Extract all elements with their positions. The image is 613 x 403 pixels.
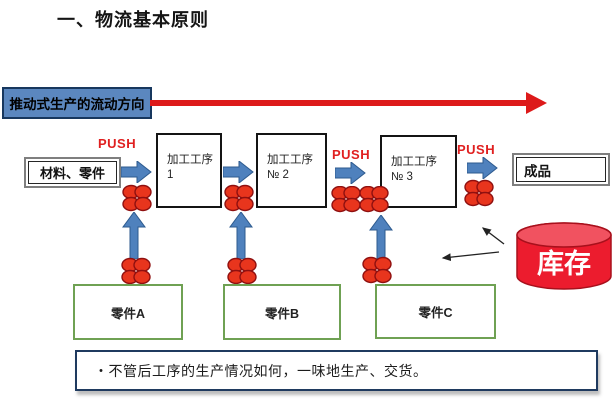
inventory-dots-icon-3-wide <box>331 186 389 213</box>
process-box-1-line2: 1 <box>167 169 174 181</box>
finished-goods-box: 成品 <box>512 153 610 186</box>
process-box-3-line2: № 3 <box>391 171 413 183</box>
flow-direction-label: 推动式生产的流动方向 <box>2 87 152 119</box>
push-arrow-icon-1 <box>121 161 152 183</box>
process-box-3-line1: 加工工序 <box>391 156 437 168</box>
process-box-2: 加工工序 № 2 <box>256 133 327 208</box>
inventory-label: 库存 <box>537 249 591 279</box>
push-label-3: PUSH <box>457 142 496 157</box>
supply-arrow-icon-2 <box>229 212 253 259</box>
process-box-2-line1: 加工工序 <box>267 154 313 166</box>
push-label-1: PUSH <box>98 136 137 151</box>
push-label-2: PUSH <box>332 147 371 162</box>
parts-box-b-label: 零件B <box>264 306 300 321</box>
inventory-cylinder: 库存 <box>516 222 612 290</box>
inventory-dots-icon-1 <box>122 184 152 212</box>
supply-arrow-icon-3 <box>369 215 393 262</box>
push-arrow-icon-4 <box>467 157 498 179</box>
note-box: ・不管后工序的生产情况如何，一味地生产、交货。 <box>75 350 598 391</box>
inventory-dots-icon-parts-b <box>227 257 257 285</box>
finished-goods-label: 成品 <box>516 157 606 182</box>
flow-direction-arrow <box>150 100 528 106</box>
process-box-1-line1: 加工工序 <box>167 154 213 166</box>
parts-box-c-label: 零件C <box>418 306 453 320</box>
materials-box: 材料、零件 <box>24 157 121 188</box>
parts-box-c: 零件C <box>375 284 496 339</box>
inventory-dots-icon-2 <box>224 184 254 212</box>
process-box-2-line2: № 2 <box>267 169 289 181</box>
supply-arrow-icon-1 <box>122 212 146 259</box>
note-text: ・不管后工序的生产情况如何，一味地生产、交货。 <box>94 362 428 379</box>
parts-box-b: 零件B <box>223 284 341 340</box>
page-title: 一、物流基本原则 <box>57 10 209 30</box>
parts-box-a-label: 零件A <box>110 306 146 321</box>
parts-box-a: 零件A <box>73 284 183 340</box>
materials-box-label: 材料、零件 <box>28 161 117 184</box>
process-box-3: 加工工序 № 3 <box>380 135 457 208</box>
inventory-dots-icon-4 <box>464 179 494 207</box>
push-arrow-icon-2 <box>223 161 254 183</box>
push-arrow-icon-3 <box>335 162 366 184</box>
inventory-pointer-arrows <box>441 227 505 262</box>
flow-direction-arrowhead-icon <box>526 92 547 114</box>
inventory-dots-icon-parts-c <box>362 256 392 284</box>
process-box-1: 加工工序 1 <box>156 133 222 208</box>
inventory-dots-icon-parts-a <box>121 257 151 285</box>
